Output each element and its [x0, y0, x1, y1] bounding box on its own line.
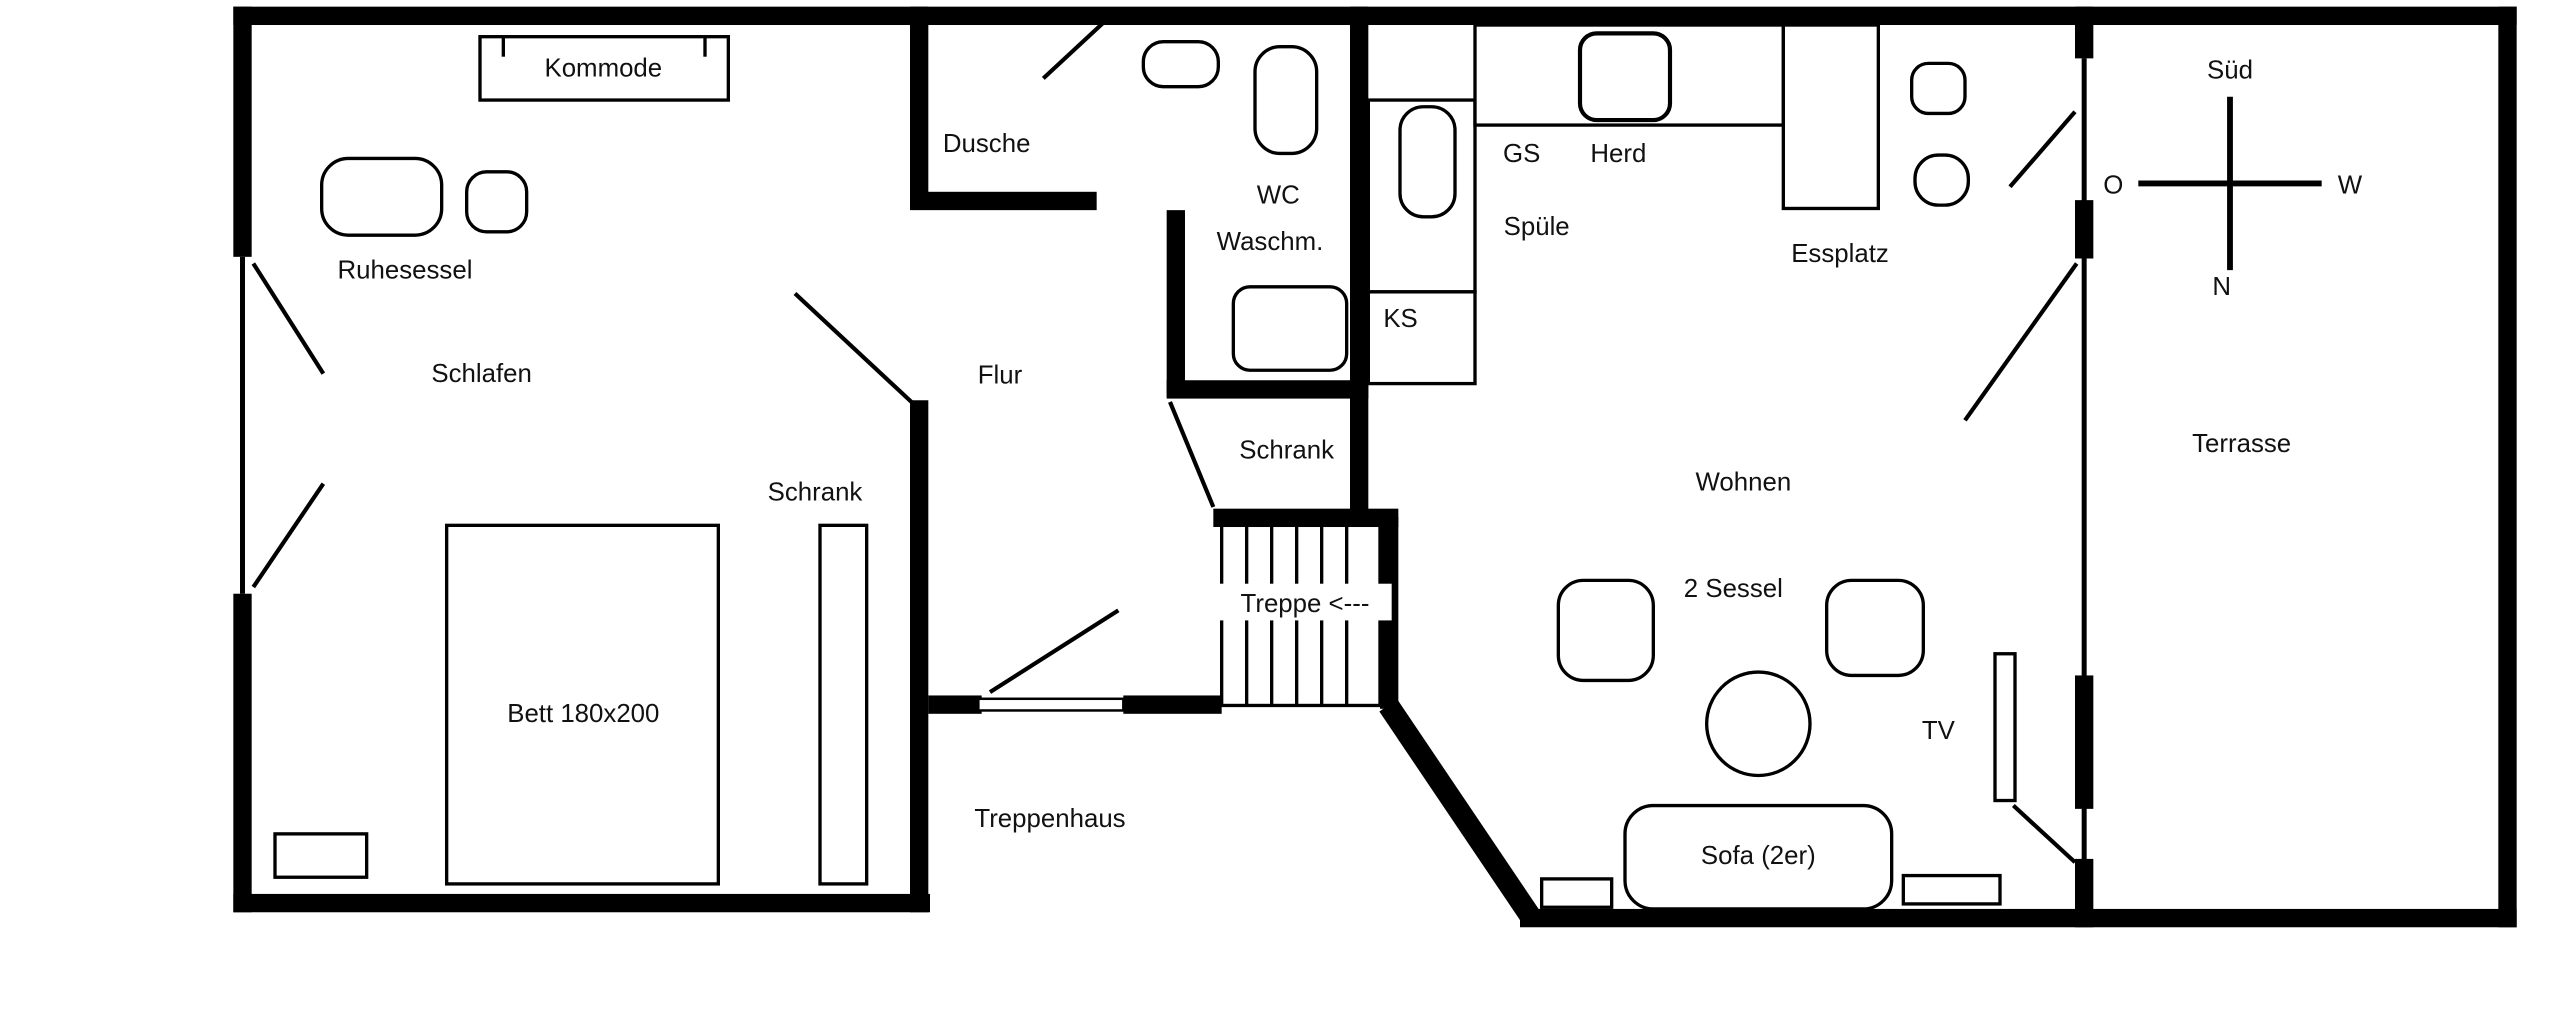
label-wohnen: Wohnen	[1695, 468, 1791, 496]
label-schrank-bedroom: Schrank	[768, 478, 863, 506]
stove	[1577, 31, 1673, 123]
wall-bottom-right	[1520, 908, 2517, 928]
compass-nord: N	[2212, 273, 2231, 301]
wall-wc-kitchen-divider	[1350, 6, 1369, 526]
compass-sued: Süd	[2207, 56, 2253, 84]
armchair-1	[1556, 578, 1656, 683]
wall-terrace-divider-pier1	[2075, 200, 2094, 259]
wall-landing-left-stub	[928, 695, 982, 714]
sofa-side-table-left	[1540, 877, 1614, 909]
wall-wc-bottom	[1166, 380, 1369, 399]
shower-door-leaf	[1041, 13, 1114, 80]
ruhesessel-ottoman	[465, 170, 529, 234]
armchair-2	[1825, 578, 1925, 678]
treppe-label-background	[1218, 583, 1392, 621]
bedroom-door-leaf	[793, 291, 917, 407]
label-flur: Flur	[978, 362, 1023, 390]
label-ruhesessel: Ruhesessel	[338, 257, 473, 285]
closet-door-leaf	[1168, 401, 1216, 508]
label-ks: KS	[1383, 305, 1417, 333]
ruhesessel-chair	[320, 156, 444, 237]
dining-chair-2	[1913, 153, 1970, 207]
label-schrank-hall: Schrank	[1239, 437, 1334, 465]
window-terrace-lower	[2081, 800, 2087, 868]
wall-left-upper	[233, 6, 252, 257]
terrace-window-leaf-upper	[2008, 110, 2077, 189]
bath-sink	[1141, 40, 1221, 89]
label-essplatz: Essplatz	[1791, 240, 1889, 268]
label-sessel: 2 Sessel	[1684, 575, 1783, 603]
round-table	[1705, 670, 1812, 778]
wall-bedroom-right-upper	[910, 6, 929, 201]
kitchen-sink	[1398, 105, 1457, 219]
wall-wc-left	[1166, 210, 1185, 397]
label-wc: WC	[1257, 181, 1300, 209]
wall-terrace-right	[2498, 6, 2517, 928]
label-bett: Bett 180x200	[507, 700, 659, 728]
dining-chair-1	[1910, 61, 1967, 116]
label-treppenhaus: Treppenhaus	[974, 805, 1125, 833]
label-sofa: Sofa (2er)	[1701, 842, 1816, 870]
compass-west: W	[2338, 171, 2363, 199]
terrace-door-threshold	[2081, 250, 2087, 684]
wall-stairs-diagonal	[1379, 699, 1539, 922]
sofa-side-table-right	[1901, 873, 2002, 906]
landing-door-leaf	[988, 608, 1120, 694]
label-tv: TV	[1922, 717, 1956, 745]
bed	[445, 523, 720, 886]
kommode-dresser	[478, 35, 731, 102]
window-terrace-upper	[2081, 58, 2087, 209]
compass-ost: O	[2103, 171, 2123, 199]
washing-machine	[1231, 285, 1349, 372]
label-terrasse: Terrasse	[2192, 430, 2291, 458]
label-schlafen: Schlafen	[431, 360, 531, 388]
landing-door-panel	[977, 697, 1125, 712]
toilet	[1253, 45, 1319, 156]
wall-bedroom-right-lower	[910, 400, 929, 913]
wall-bottom-bedroom	[233, 893, 931, 913]
window-bedroom-left	[240, 256, 245, 594]
label-gs: GS	[1503, 140, 1540, 168]
wall-terrace-divider-pier2	[2075, 675, 2094, 809]
tv-screen	[1993, 652, 2017, 803]
bedroom-window-leaf-upper	[251, 262, 326, 375]
label-spuele: Spüle	[1504, 213, 1570, 241]
label-dusche: Dusche	[943, 130, 1031, 158]
label-treppe: Treppe <---	[1241, 590, 1370, 618]
label-herd: Herd	[1590, 140, 1646, 168]
bedroom-window-leaf-lower	[251, 482, 326, 589]
wall-terrace-divider-bottom	[2075, 858, 2094, 928]
terrace-window-leaf-lower	[2011, 803, 2077, 864]
label-kommode: Kommode	[544, 55, 662, 83]
wall-left-lower	[233, 593, 252, 913]
wall-terrace-divider-top	[2075, 6, 2094, 59]
wall-closet-bottom	[1213, 508, 1399, 528]
wall-shower-bottom	[910, 191, 1097, 211]
dining-table	[1781, 23, 1881, 211]
wardrobe-bedroom	[818, 523, 869, 886]
wall-top	[233, 6, 2517, 26]
bedroom-small-box	[273, 832, 369, 879]
terrace-door-leaf	[1963, 262, 2079, 422]
label-waschm: Waschm.	[1217, 228, 1324, 256]
wall-landing-right-stub	[1123, 695, 1222, 714]
